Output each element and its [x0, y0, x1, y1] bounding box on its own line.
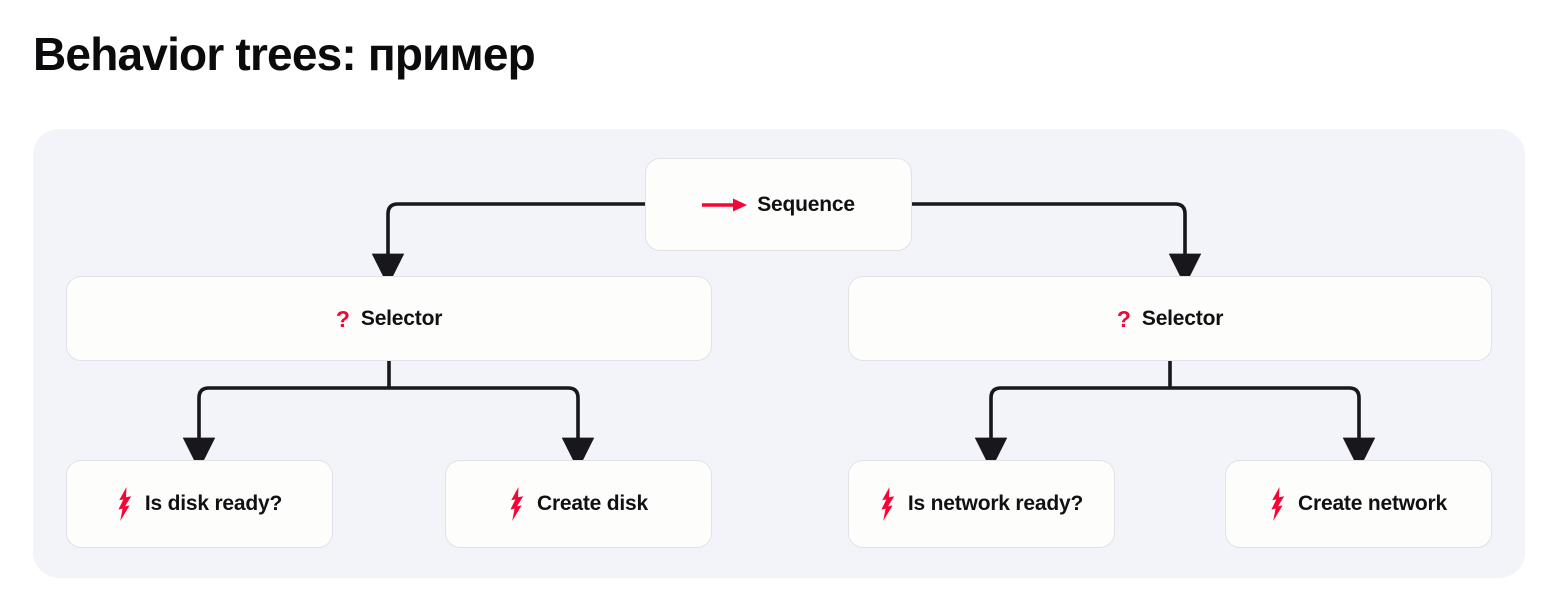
- node-is-network-ready[interactable]: Is network ready?: [848, 460, 1115, 548]
- node-selector-right-content: ? Selector: [1116, 306, 1224, 332]
- question-mark-icon: ?: [335, 306, 350, 332]
- lightning-bolt-icon: [881, 487, 895, 521]
- node-is-disk-ready-content: Is disk ready?: [117, 487, 282, 521]
- node-create-disk-label: Create disk: [536, 492, 649, 515]
- node-selector-right-label: Selector: [1141, 306, 1224, 330]
- node-create-network[interactable]: Create network: [1225, 460, 1492, 548]
- node-create-network-content: Create network: [1270, 487, 1447, 521]
- arrow-right-icon: [702, 198, 748, 211]
- node-selector-left[interactable]: ? Selector: [66, 276, 712, 361]
- node-sequence-label: Sequence: [757, 192, 855, 216]
- node-selector-left-content: ? Selector: [335, 306, 443, 332]
- node-selector-right[interactable]: ? Selector: [848, 276, 1492, 361]
- node-sequence[interactable]: Sequence: [645, 158, 912, 251]
- node-is-network-ready-content: Is network ready?: [880, 487, 1083, 521]
- node-create-disk-content: Create disk: [509, 487, 648, 521]
- node-create-disk[interactable]: Create disk: [445, 460, 712, 548]
- lightning-bolt-icon: [1271, 487, 1285, 521]
- node-sequence-content: Sequence: [702, 193, 855, 217]
- node-is-network-ready-label: Is network ready?: [907, 492, 1084, 515]
- question-mark-icon: ?: [1116, 306, 1131, 332]
- lightning-bolt-icon: [118, 487, 132, 521]
- node-is-disk-ready-label: Is disk ready?: [144, 492, 283, 515]
- lightning-bolt-icon: [510, 487, 524, 521]
- node-selector-left-label: Selector: [360, 306, 443, 330]
- node-create-network-label: Create network: [1298, 492, 1447, 515]
- node-is-disk-ready[interactable]: Is disk ready?: [66, 460, 333, 548]
- page-title: Behavior trees: пример: [33, 28, 536, 80]
